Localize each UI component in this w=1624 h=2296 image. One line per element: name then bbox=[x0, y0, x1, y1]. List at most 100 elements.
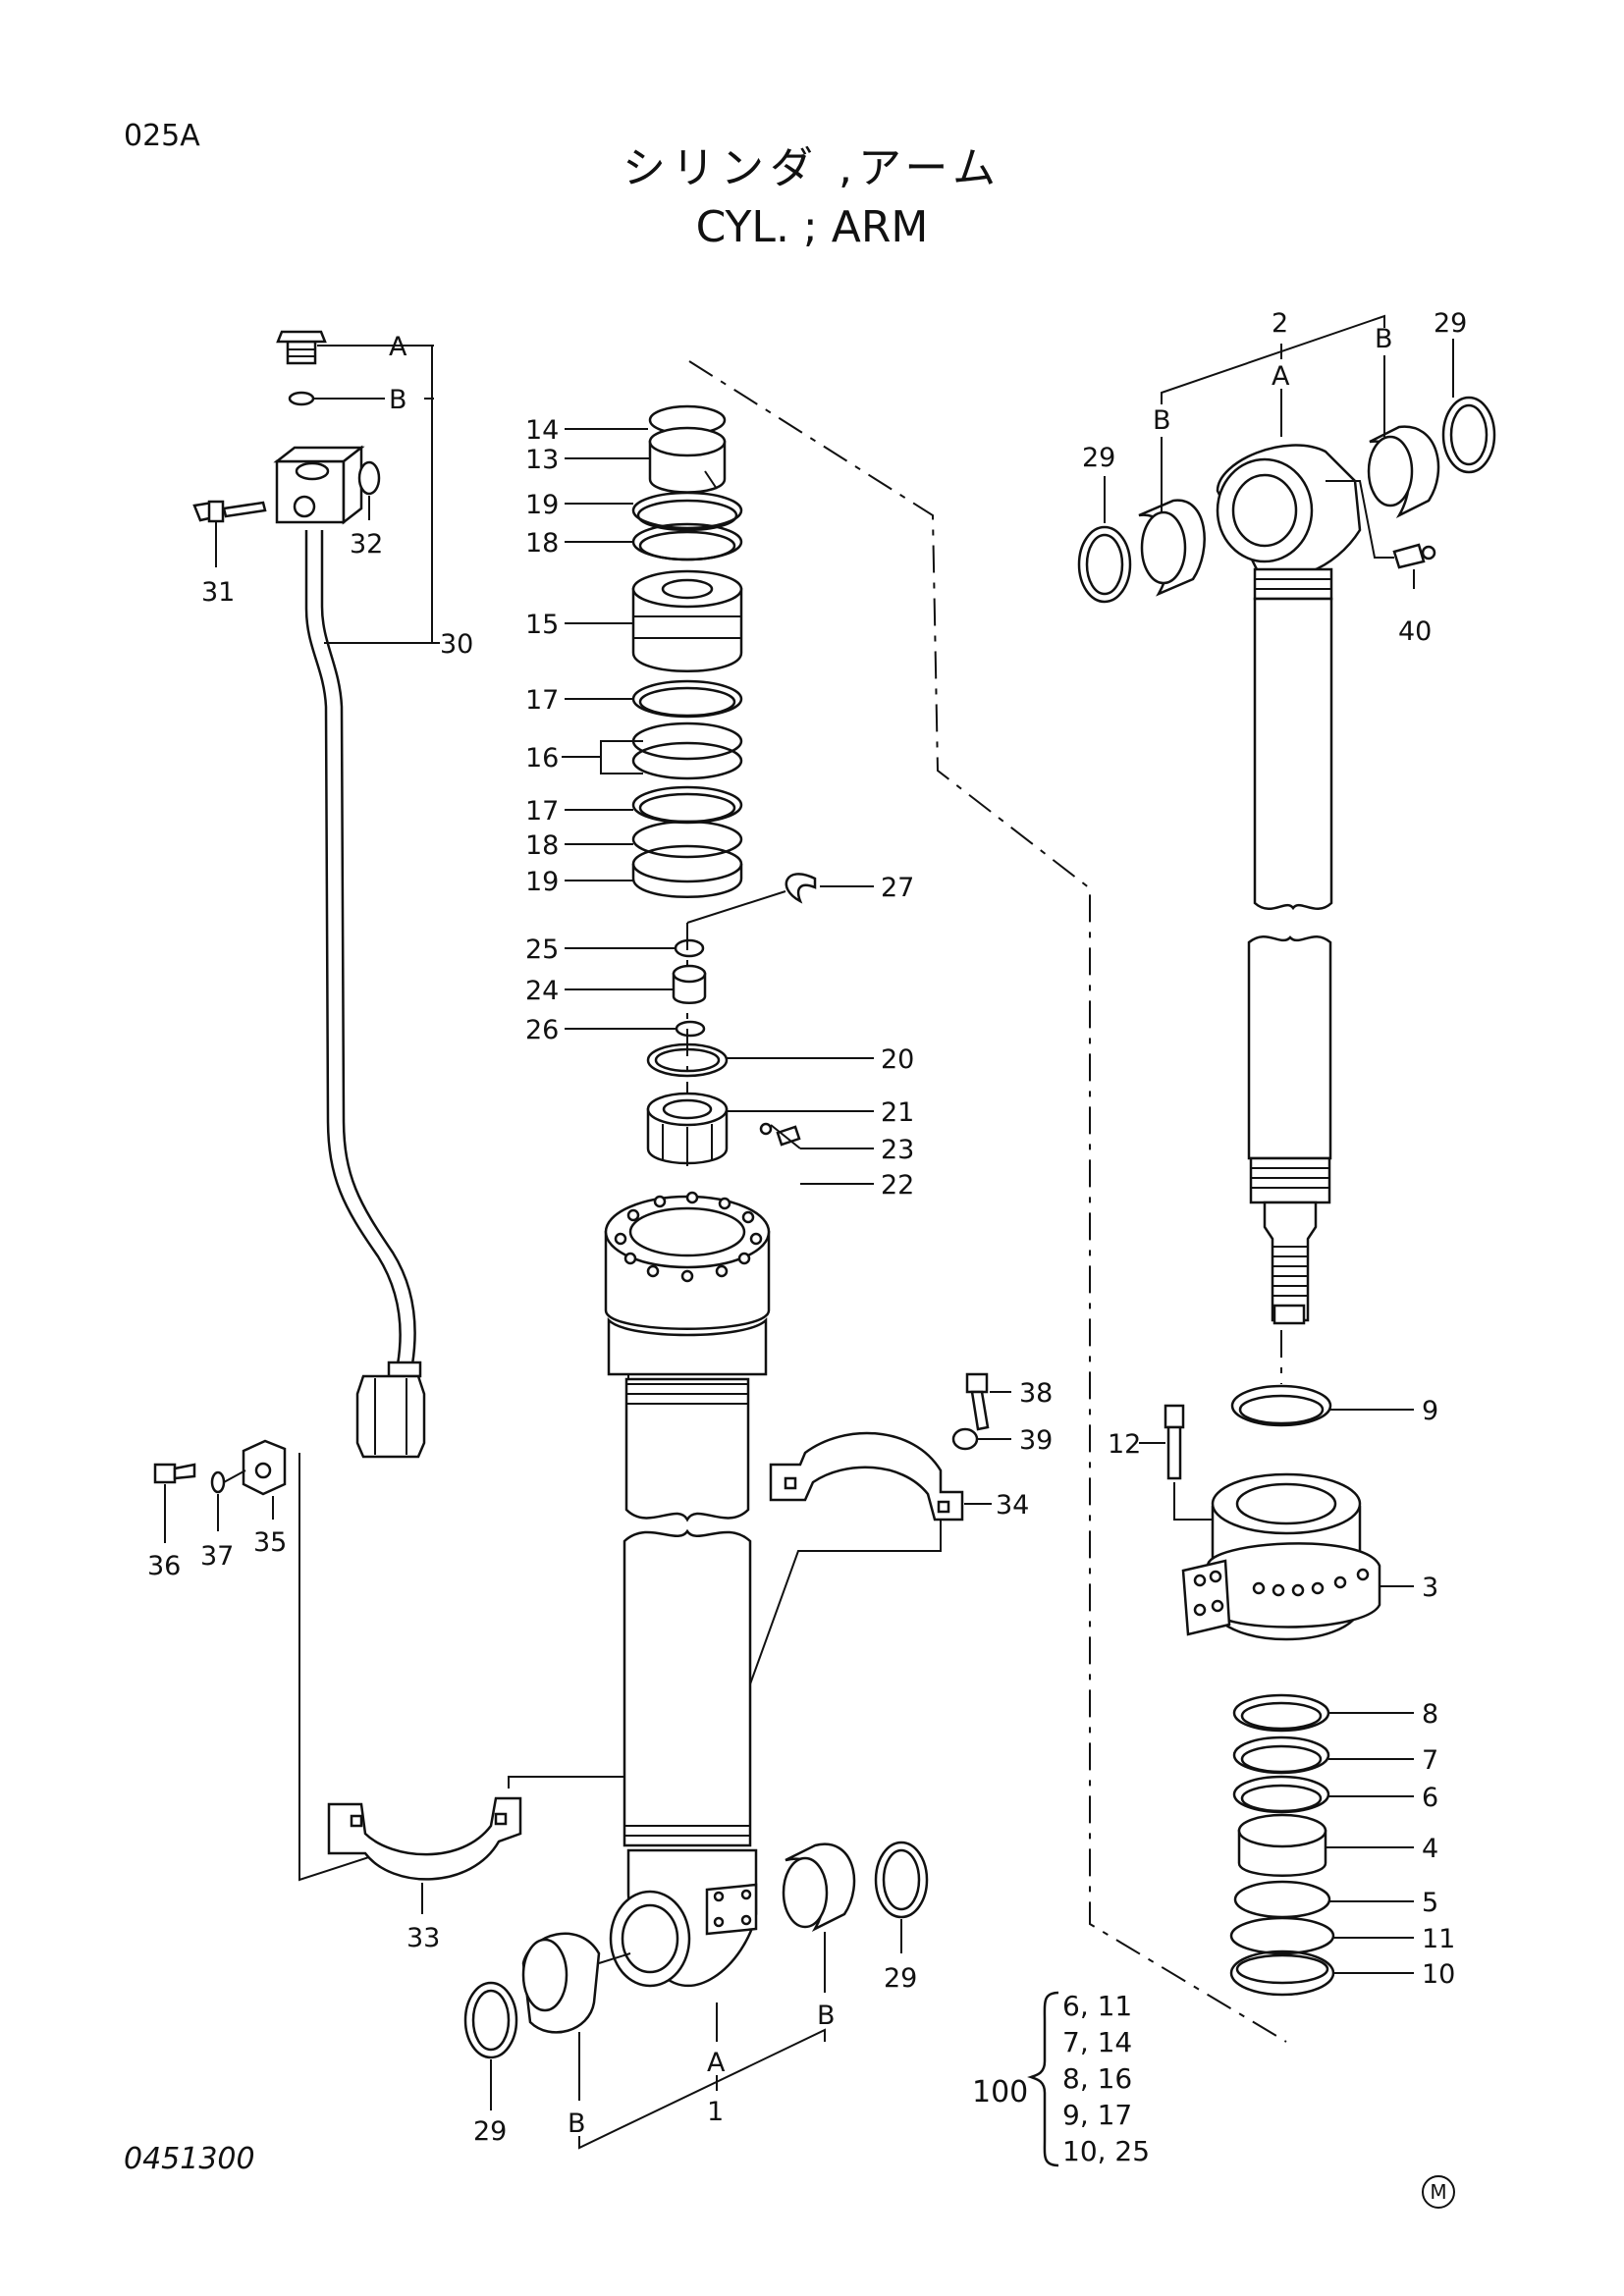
kit-row: 7, 14 bbox=[1062, 2026, 1133, 2058]
callout-14: 14 bbox=[525, 415, 559, 446]
bushing-tube-right bbox=[782, 1842, 856, 1932]
callout-34: 34 bbox=[996, 1490, 1029, 1521]
hose-bolt bbox=[276, 330, 327, 365]
callout-4: 4 bbox=[1422, 1834, 1438, 1864]
callout-25: 25 bbox=[525, 934, 559, 965]
clamp-33 bbox=[327, 1796, 522, 1881]
tube-ref-b-left: B bbox=[568, 2109, 586, 2139]
callout-29-tube-left: 29 bbox=[473, 2116, 507, 2147]
ring-5 bbox=[1233, 1880, 1331, 1919]
hose-fitting-block bbox=[273, 445, 365, 525]
washer-39 bbox=[951, 1427, 979, 1451]
callout-32: 32 bbox=[350, 529, 383, 560]
ball-23 bbox=[759, 1122, 773, 1136]
kit-number: 100 bbox=[972, 2075, 1029, 2109]
cylinder-head-3 bbox=[1181, 1472, 1381, 1641]
callout-10: 10 bbox=[1422, 1959, 1455, 1990]
callout-19-top: 19 bbox=[525, 490, 559, 520]
callout-19-bottom: 19 bbox=[525, 867, 559, 897]
ring-6 bbox=[1232, 1775, 1330, 1814]
ring-19-top bbox=[631, 491, 743, 530]
kit-row: 10, 25 bbox=[1062, 2135, 1151, 2167]
o-ring-20 bbox=[646, 1042, 729, 1078]
kit-row: 8, 16 bbox=[1062, 2062, 1133, 2095]
bushing-tube-left bbox=[521, 1932, 601, 2034]
callout-24: 24 bbox=[525, 976, 559, 1006]
bolt-31 bbox=[192, 500, 267, 523]
callout-27: 27 bbox=[881, 873, 914, 903]
bolt-38 bbox=[965, 1372, 990, 1431]
callout-39: 39 bbox=[1019, 1425, 1053, 1456]
kit-brace bbox=[1027, 1991, 1059, 2167]
callout-29-rod-right: 29 bbox=[1434, 308, 1467, 339]
snap-ring-27 bbox=[785, 873, 817, 904]
callout-15: 15 bbox=[525, 610, 559, 640]
cylinder-tube-1 bbox=[604, 1191, 771, 1988]
ring-9 bbox=[1230, 1384, 1332, 1427]
callout-29-rod-left: 29 bbox=[1082, 443, 1115, 473]
flange-bolt-holes bbox=[614, 1191, 763, 1283]
ring-16a bbox=[631, 721, 743, 761]
clamp-34 bbox=[769, 1431, 964, 1522]
piston-rod-2 bbox=[1216, 444, 1362, 1325]
callout-38: 38 bbox=[1019, 1378, 1053, 1409]
hose-tube bbox=[304, 530, 402, 1365]
piston-seal-stack bbox=[631, 404, 817, 1166]
o-ring-32 bbox=[357, 460, 381, 496]
callout-3: 3 bbox=[1422, 1573, 1438, 1603]
callout-23: 23 bbox=[881, 1135, 914, 1165]
ring-19-bottom bbox=[631, 864, 743, 898]
title-english: CYL. ; ARM bbox=[695, 202, 929, 252]
callout-2: 2 bbox=[1272, 308, 1288, 339]
callout-33: 33 bbox=[406, 1923, 440, 1953]
rod-ref-a: A bbox=[1272, 361, 1290, 392]
socket-bolt-12 bbox=[1164, 1404, 1185, 1480]
callout-12: 12 bbox=[1108, 1429, 1141, 1460]
m-mark: M bbox=[1422, 2175, 1455, 2209]
callout-22: 22 bbox=[881, 1170, 914, 1201]
ring-18-bottom bbox=[631, 820, 743, 859]
piston-15 bbox=[631, 587, 743, 672]
callout-40: 40 bbox=[1398, 616, 1432, 647]
callout-35: 35 bbox=[253, 1527, 287, 1558]
rod-ref-b-right: B bbox=[1375, 324, 1393, 354]
callout-21: 21 bbox=[881, 1097, 914, 1128]
ring-10 bbox=[1229, 1949, 1335, 1997]
tube-ref-b-right: B bbox=[817, 2001, 836, 2031]
callout-26: 26 bbox=[525, 1015, 559, 1045]
hose-ref-b: B bbox=[389, 385, 407, 415]
grease-fitting-40 bbox=[1392, 543, 1436, 569]
bushing-rod-left bbox=[1138, 499, 1206, 597]
callout-37: 37 bbox=[200, 1541, 234, 1572]
rod-ref-b-left: B bbox=[1153, 405, 1171, 436]
tube-ref-a: A bbox=[707, 2048, 726, 2078]
callout-5: 5 bbox=[1422, 1888, 1438, 1918]
callout-30: 30 bbox=[440, 629, 473, 660]
ring-26 bbox=[675, 1020, 706, 1038]
drawing-number: 0451300 bbox=[124, 2142, 255, 2176]
bushing-rod-right bbox=[1367, 425, 1440, 518]
callout-11: 11 bbox=[1422, 1924, 1455, 1954]
callout-20: 20 bbox=[881, 1044, 914, 1075]
callout-8: 8 bbox=[1422, 1699, 1438, 1730]
clamp-35 bbox=[242, 1439, 287, 1496]
callout-7: 7 bbox=[1422, 1745, 1438, 1776]
hose-assembly bbox=[192, 330, 433, 1459]
callout-17-top: 17 bbox=[525, 685, 559, 716]
page-code: 025A bbox=[124, 119, 200, 153]
ring-8 bbox=[1232, 1693, 1330, 1733]
callout-9: 9 bbox=[1422, 1396, 1438, 1426]
callout-18-bottom: 18 bbox=[525, 830, 559, 861]
callout-31: 31 bbox=[201, 577, 235, 608]
hose-seal-ring bbox=[288, 391, 315, 406]
ring-16b bbox=[631, 741, 743, 780]
callout-36: 36 bbox=[147, 1551, 181, 1581]
callout-13: 13 bbox=[525, 445, 559, 475]
callout-16: 16 bbox=[525, 743, 559, 774]
bolt-36 bbox=[153, 1463, 196, 1484]
set-screw-22 bbox=[776, 1125, 801, 1147]
callout-29-tube-right: 29 bbox=[884, 1963, 917, 1994]
hose-end-nut bbox=[355, 1361, 426, 1459]
